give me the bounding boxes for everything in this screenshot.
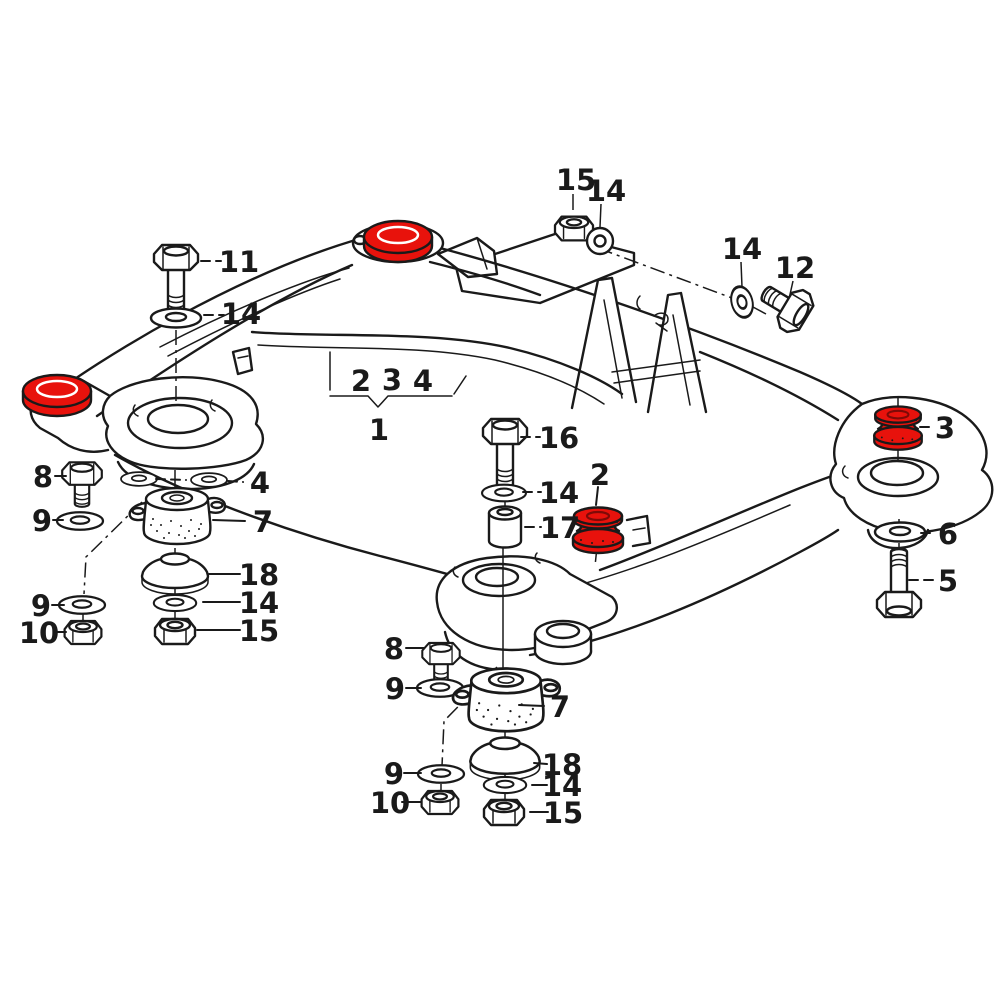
subframe-cross-beam bbox=[113, 330, 624, 579]
washer-4-b bbox=[190, 472, 228, 488]
washer-14-top-center bbox=[585, 226, 615, 256]
hardware bbox=[55, 215, 927, 827]
callout-7-bottom: 7 bbox=[550, 690, 570, 724]
subframe-front-mount bbox=[435, 552, 618, 672]
hex-bolt-5 bbox=[875, 547, 923, 619]
rubber-mount-7-bottom bbox=[451, 667, 562, 733]
subframe-gusset-towers bbox=[570, 276, 708, 414]
callout-12: 12 bbox=[775, 251, 815, 285]
washer-9-left bbox=[55, 511, 105, 531]
callout-15-bottom: 15 bbox=[543, 796, 583, 830]
cup-washer-18-bottom bbox=[469, 736, 541, 782]
leader-lines bbox=[51, 260, 934, 813]
callout-14-center: 14 bbox=[539, 476, 579, 510]
hex-nut-15-left bbox=[153, 617, 197, 646]
callout-8-bottom: 8 bbox=[384, 632, 404, 666]
callout-11: 11 bbox=[219, 245, 259, 279]
callout-2: 2 bbox=[590, 458, 610, 492]
bushing-seat-top bbox=[362, 219, 434, 264]
subframe bbox=[29, 222, 994, 672]
bushing-seat-left bbox=[21, 373, 93, 418]
subframe-left-mount bbox=[101, 376, 265, 491]
spacer-sleeve-17 bbox=[487, 505, 523, 549]
callout-10-left: 10 bbox=[19, 616, 59, 650]
hex-bolt-16 bbox=[481, 417, 529, 489]
callout-6: 6 bbox=[938, 517, 958, 551]
hex-nut-15-bottom bbox=[482, 798, 526, 827]
washer-9-left-2 bbox=[57, 595, 107, 615]
washer-14-top-left bbox=[149, 307, 203, 329]
callout-9-left-2: 9 bbox=[31, 589, 51, 623]
hex-bolt-8-left bbox=[61, 461, 103, 508]
washer-9-bottom-2 bbox=[416, 764, 466, 784]
callout-16: 16 bbox=[539, 421, 579, 455]
callout-15-left: 15 bbox=[239, 614, 279, 648]
washer-4-a bbox=[120, 471, 158, 487]
callout-group-4: 4 bbox=[413, 364, 433, 398]
centerlines bbox=[82, 194, 900, 800]
callout-5: 5 bbox=[938, 564, 958, 598]
washer-6 bbox=[873, 521, 927, 543]
callout-17: 17 bbox=[540, 511, 580, 545]
callout-10-bottom: 10 bbox=[370, 786, 410, 820]
washer-14-bottom bbox=[482, 775, 528, 795]
callout-group-2: 2 bbox=[351, 364, 371, 398]
callout-14-c: 14 bbox=[722, 232, 762, 266]
bushing-3 bbox=[873, 405, 923, 451]
callout-15-top: 15 bbox=[556, 163, 596, 197]
washer-14-left bbox=[152, 593, 198, 613]
callout-14-a: 14 bbox=[221, 297, 261, 331]
washer-14-top-right bbox=[726, 282, 758, 322]
callout-9-bottom: 9 bbox=[385, 672, 405, 706]
callout-18-left: 18 bbox=[239, 558, 279, 592]
callout-9-left: 9 bbox=[32, 504, 52, 538]
hex-nut-10-left bbox=[63, 619, 103, 646]
callout-group-3: 3 bbox=[382, 363, 402, 397]
callout-3: 3 bbox=[935, 411, 955, 445]
subframe-right-mount bbox=[829, 395, 994, 550]
callout-4: 4 bbox=[250, 466, 270, 500]
cup-washer-18-left bbox=[140, 552, 210, 596]
rubber-mount-7-left bbox=[128, 486, 227, 546]
hex-nut-10-bottom bbox=[420, 789, 460, 816]
callout-7-left: 7 bbox=[253, 505, 273, 539]
callout-8-left: 8 bbox=[33, 460, 53, 494]
washer-14-center bbox=[480, 483, 528, 503]
callout-9-bottom-2: 9 bbox=[384, 757, 404, 791]
callout-18-bottom: 18 bbox=[542, 748, 582, 782]
callout-1: 1 bbox=[369, 413, 389, 447]
bushing-2 bbox=[571, 506, 625, 555]
hex-bolt-11 bbox=[152, 243, 200, 315]
callout-labels: 11 14 15 14 14 12 8 9 4 7 18 14 15 9 10 … bbox=[19, 163, 958, 830]
callout-14-left: 14 bbox=[239, 586, 279, 620]
assembly-bracket bbox=[329, 351, 467, 408]
callout-14-b: 14 bbox=[586, 174, 626, 208]
callout-14-bottom: 14 bbox=[542, 769, 582, 803]
